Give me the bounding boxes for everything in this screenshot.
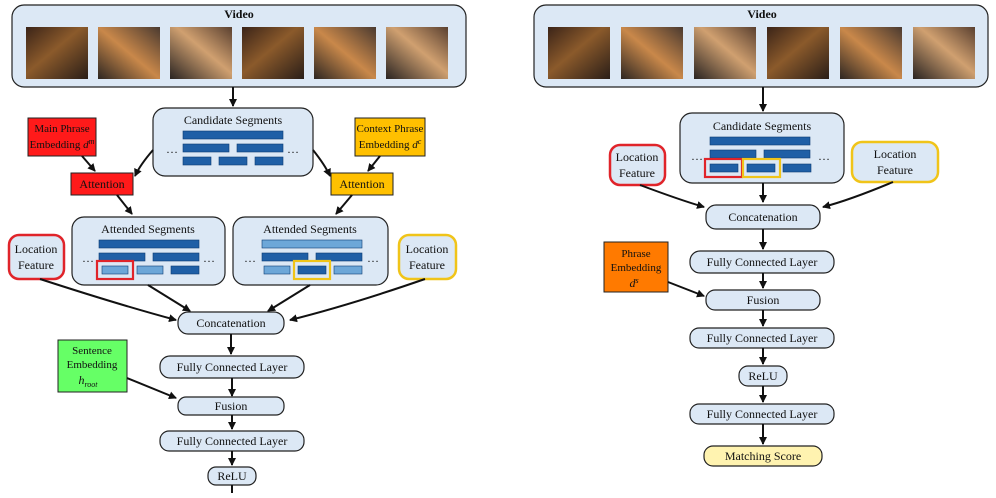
left-concatenation-label: Concatenation: [196, 316, 265, 330]
video-frame: [767, 27, 829, 79]
right-candidate-segments-label: Candidate Segments: [713, 119, 812, 133]
left-fc-layer-2-label: Fully Connected Layer: [177, 434, 288, 448]
main-phrase-line2: Embedding dm: [30, 137, 95, 151]
main-phrase-embedding: [27, 117, 97, 157]
attention-right: [330, 172, 394, 196]
attention-right-label: Attention: [339, 177, 384, 191]
left-relu-label: ReLU: [217, 469, 247, 483]
video-frame: [694, 27, 756, 79]
video-frame: [170, 27, 232, 79]
left-video-title: Video: [224, 7, 254, 21]
right-diagram: Video Candidate Segments … … Location Fe…: [533, 4, 989, 467]
sentence-embedding-line2: Embedding: [67, 359, 118, 371]
left-fc-layer-1-label: Fully Connected Layer: [177, 360, 288, 374]
sentence-embedding-line1: Sentence: [72, 345, 112, 357]
video-frame: [242, 27, 304, 79]
main-phrase-line1: Main Phrase: [34, 123, 89, 135]
video-frame: [548, 27, 610, 79]
left-video-frames: [26, 27, 448, 79]
left-diagram: Video Candidate Segments … … Main Phrase…: [7, 4, 467, 493]
right-location-feature-left-line2: Feature: [619, 166, 655, 180]
location-feature-right: [397, 233, 458, 281]
attended-segments-left-label: Attended Segments: [101, 222, 195, 236]
location-feature-right-line1: Location: [406, 242, 449, 256]
right-location-feature-right-line2: Feature: [877, 163, 913, 177]
right-video-title: Video: [747, 7, 777, 21]
matching-score-label: Matching Score: [725, 449, 801, 463]
video-frame: [621, 27, 683, 79]
location-feature-left-line1: Location: [15, 242, 58, 256]
highlight-yellow-box: [741, 157, 782, 179]
right-fc-layer-3-label: Fully Connected Layer: [707, 407, 818, 421]
context-phrase-line2: Embedding dc: [359, 137, 422, 151]
location-feature-right-line2: Feature: [409, 258, 445, 272]
video-frame: [840, 27, 902, 79]
highlight-yellow-box: [292, 259, 332, 281]
ellipsis: …: [166, 142, 178, 156]
ellipsis: …: [287, 142, 299, 156]
video-frame: [26, 27, 88, 79]
right-fc-layer-1-label: Fully Connected Layer: [707, 255, 818, 269]
context-phrase-embedding: [354, 117, 426, 157]
attended-segments-right-label: Attended Segments: [263, 222, 357, 236]
video-frame: [386, 27, 448, 79]
location-feature-left-line2: Feature: [18, 258, 54, 272]
right-video-frames: [548, 27, 975, 79]
video-frame: [314, 27, 376, 79]
video-frame: [913, 27, 975, 79]
right-location-feature-left-line1: Location: [616, 150, 659, 164]
attention-left: [70, 172, 134, 196]
ellipsis: …: [244, 251, 256, 265]
ellipsis: …: [367, 251, 379, 265]
right-concatenation-label: Concatenation: [728, 210, 797, 224]
ellipsis: …: [691, 149, 703, 163]
attention-left-label: Attention: [79, 177, 124, 191]
phrase-symbol: ds: [629, 276, 638, 290]
ellipsis: …: [203, 251, 215, 265]
video-frame: [98, 27, 160, 79]
context-phrase-line1: Context Phrase: [357, 123, 424, 135]
right-location-feature-right-line1: Location: [874, 147, 917, 161]
location-feature-left: [7, 233, 66, 281]
ellipsis: …: [82, 251, 94, 265]
ellipsis: …: [818, 149, 830, 163]
highlight-red-box: [95, 259, 135, 281]
right-fusion-label: Fusion: [747, 293, 780, 307]
sentence-embedding: [57, 339, 128, 393]
right-location-feature-right: [850, 140, 940, 184]
right-location-feature-left: [608, 143, 667, 187]
matching-score: [703, 445, 823, 467]
left-candidate-segments-label: Candidate Segments: [184, 113, 283, 127]
phrase-embedding-line2: Embedding: [611, 262, 662, 274]
phrase-embedding: [603, 241, 669, 293]
right-fc-layer-2-label: Fully Connected Layer: [707, 331, 818, 345]
right-relu-label: ReLU: [748, 369, 778, 383]
sentence-symbol: hroot: [78, 373, 98, 389]
left-fusion-label: Fusion: [215, 399, 248, 413]
phrase-embedding-line1: Phrase: [621, 248, 650, 260]
